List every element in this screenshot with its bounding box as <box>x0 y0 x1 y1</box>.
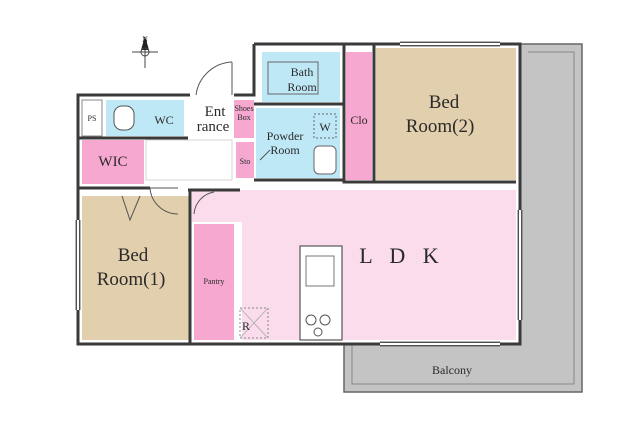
ldk-label: L D K <box>359 243 444 268</box>
storage-area <box>236 142 254 178</box>
closet-label: Clo <box>350 113 367 127</box>
powder-room-label-line1: Powder <box>267 129 304 143</box>
shoes-box-area <box>234 100 254 138</box>
storage-label: Sto <box>240 157 251 166</box>
hallway <box>145 139 233 181</box>
sink-icon <box>305 255 335 287</box>
ldk-area <box>192 190 516 340</box>
bath-room-label-line1: Bath <box>291 65 314 79</box>
pipe-space <box>81 99 103 137</box>
pantry-area <box>194 224 234 340</box>
bed-room-2-label-line1: Bed <box>429 92 460 113</box>
closet-area <box>346 52 372 180</box>
washer-label: W <box>319 120 331 134</box>
bed-room-2-area <box>376 48 516 180</box>
balcony-label: Balcony <box>432 363 472 377</box>
powder-room-label-line2: Room <box>270 143 300 157</box>
compass-north-label: N <box>142 35 148 44</box>
windows <box>75 41 523 347</box>
pantry-label: Pantry <box>204 277 225 286</box>
wic-area <box>82 140 144 184</box>
kitchen-counter <box>299 245 343 341</box>
wc-label: WC <box>154 113 173 127</box>
bed-room-1-label-line1: Bed <box>118 245 149 266</box>
bath-room-label-line2: Room <box>287 80 317 94</box>
entrance-label-line1: Ent <box>205 104 227 120</box>
refrigerator-space <box>239 307 269 339</box>
entrance-area <box>188 98 232 134</box>
bathtub <box>267 61 319 95</box>
doors <box>121 61 271 222</box>
bed-room-1-area <box>82 196 190 340</box>
stove-icon <box>305 314 331 337</box>
bed-room-1-label-line2: Room(1) <box>97 269 166 290</box>
refrigerator-label: R <box>242 319 250 333</box>
shoes-box-label-line1: Shoes <box>234 104 253 113</box>
bed-room-2-label-line2: Room(2) <box>406 116 475 137</box>
shoes-box-label-line2: Box <box>237 113 250 122</box>
wic-label: WIC <box>98 154 127 170</box>
wash-basin <box>313 145 337 175</box>
entrance-label-line2: rance <box>197 119 230 135</box>
washer-space <box>313 113 337 139</box>
ps-label: PS <box>88 114 97 123</box>
compass-icon: N <box>132 35 158 68</box>
toilet-icon <box>113 105 135 131</box>
